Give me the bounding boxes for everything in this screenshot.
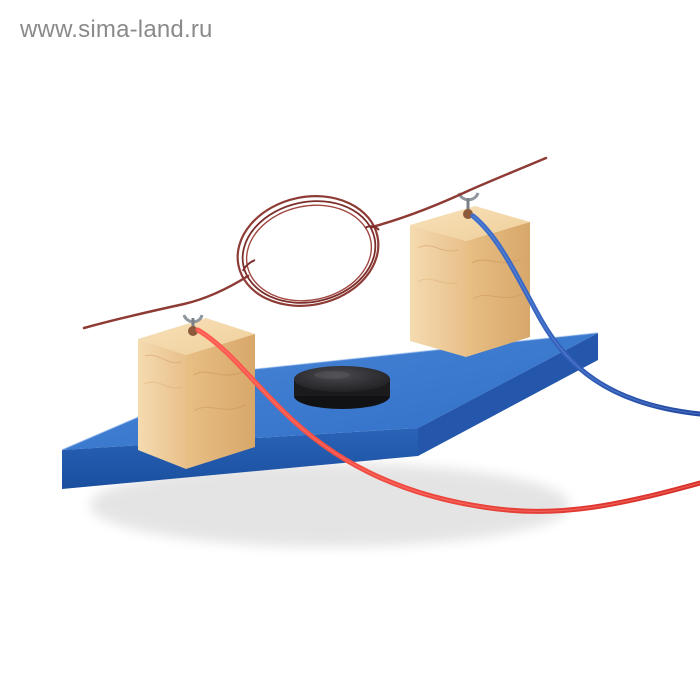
right-wood-block: [410, 206, 530, 357]
right-block-grain-2: [417, 278, 459, 284]
magnet-highlight: [314, 371, 350, 379]
right-block-top: [410, 206, 530, 241]
blue-cable-path: [470, 213, 700, 417]
watermark-text: www.sima-land.ru: [20, 16, 213, 43]
blue-cable: [470, 213, 700, 417]
right-block-grain-1: [417, 245, 459, 252]
right-support-nut: [463, 209, 473, 219]
copper-coil-wrap-left: [242, 259, 256, 272]
magnet-top: [294, 366, 390, 392]
copper-wire-assembly: [82, 156, 548, 330]
right-block-grain-3: [471, 258, 522, 264]
left-block-grain-2: [143, 381, 183, 389]
red-cable-path: [195, 327, 700, 514]
copper-coil-wrap-right: [364, 225, 380, 231]
left-wood-block: [138, 318, 255, 469]
copper-coil-loop-1: [236, 195, 380, 307]
left-block-grain-1: [144, 354, 182, 364]
left-block-side: [186, 334, 255, 469]
left-support-nut: [188, 326, 198, 336]
copper-wire-right: [370, 156, 548, 229]
floor-shadow: [90, 463, 570, 547]
left-metal-support: [182, 283, 204, 336]
base-board-right: [418, 333, 598, 456]
left-block-front: [138, 339, 186, 469]
left-block-top: [138, 318, 255, 355]
copper-wire-left: [82, 274, 250, 330]
copper-coil-loop-2: [241, 200, 377, 304]
red-cable-highlight: [197, 329, 700, 512]
left-block-grain-3: [193, 371, 244, 376]
red-cable: [195, 327, 700, 514]
right-block-grain-4: [472, 293, 523, 300]
left-block-grain-4: [193, 404, 247, 412]
magnet: [294, 366, 390, 409]
right-block-front: [410, 225, 466, 357]
right-block-side: [466, 222, 530, 357]
copper-coil-loop-3: [245, 204, 373, 302]
blue-cable-highlight: [472, 215, 700, 415]
base-board-front: [62, 428, 418, 489]
